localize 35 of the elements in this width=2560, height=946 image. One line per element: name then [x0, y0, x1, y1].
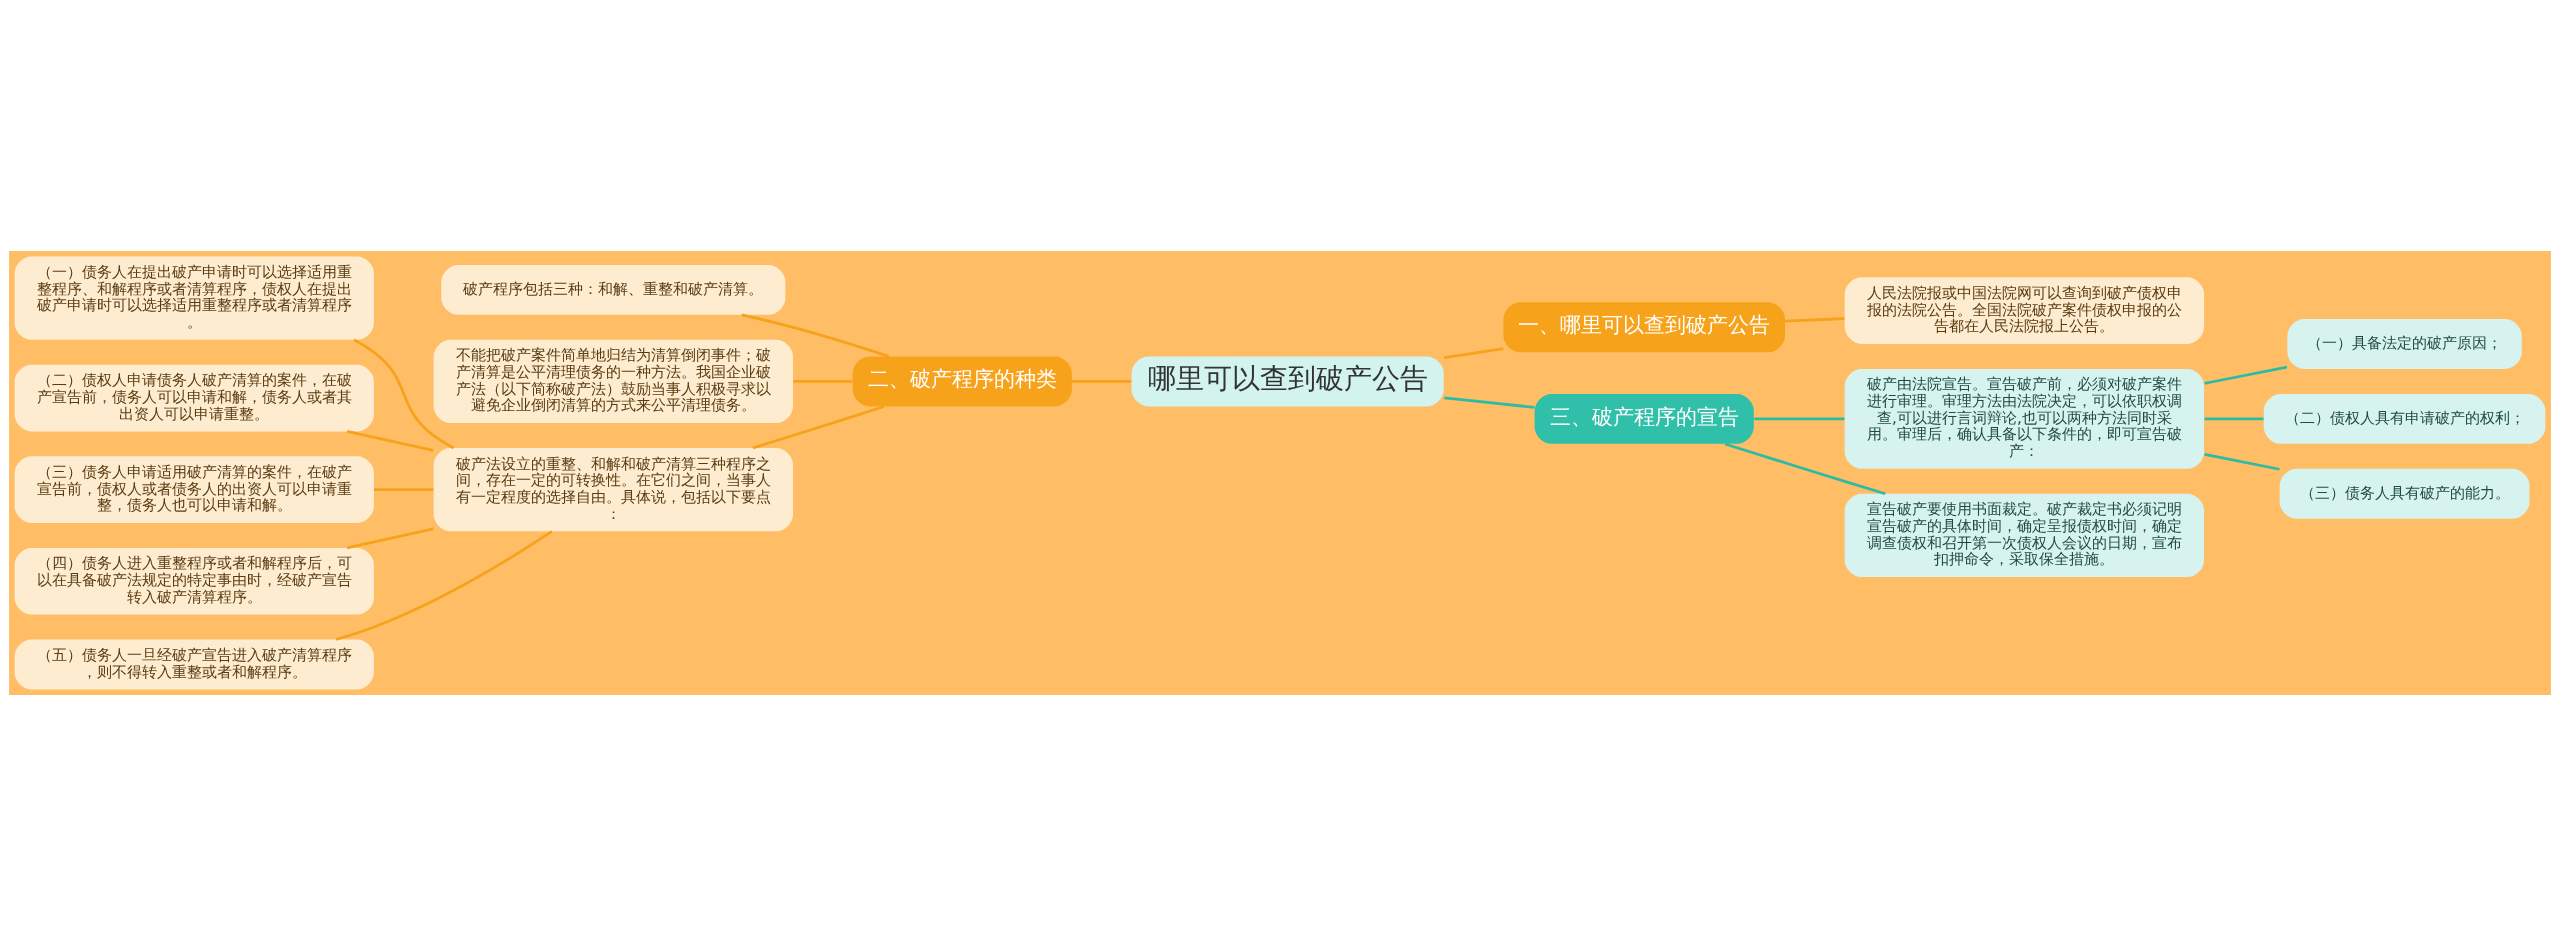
connector — [346, 527, 434, 550]
node-box: 不能把破产案件简单地归结为清算倒闭事件；破产清算是公平清理债务的一种方法。我国企业破产法（以下简称破产法）鼓励当事人积极寻求以避免企业倒闭清算的方式来公平清理债务。 — [433, 339, 793, 424]
connector — [1754, 417, 1845, 421]
connector — [1444, 396, 1535, 409]
connector — [374, 488, 434, 492]
connector — [346, 430, 434, 452]
connector — [741, 313, 890, 358]
node-box: （一）债务人在提出破产申请时可以选择适用重整程序、和解程序或者清算程序，债权人在提出破产申请时可以选择适用重整程序或者清算程序。 — [14, 256, 374, 340]
node-box: 破产程序包括三种：和解、重整和破产清算。 — [441, 264, 786, 315]
node-box: （二）债权人具有申请破产的权利； — [2263, 393, 2546, 444]
connector — [752, 405, 885, 450]
connector — [1444, 347, 1504, 360]
connector — [353, 338, 455, 450]
connector — [335, 530, 553, 641]
node-box: 一、哪里可以查到破产公告 — [1503, 302, 1786, 353]
connector — [2204, 417, 2264, 421]
node-box: 人民法院报或中国法院网可以查询到破产债权申报的法院公告。全国法院破产案件债权申报的公告都在人民法院报上公告。 — [1844, 277, 2205, 344]
node-box: （五）债务人一旦经破产宣告进入破产清算程序，则不得转入重整或者和解程序。 — [14, 639, 374, 690]
node-box: （三）债务人申请适用破产清算的案件，在破产宣告前，债权人或者债务人的出资人可以申请重整，债务人也可以申请和解。 — [14, 456, 374, 523]
node-box: 三、破产程序的宣告 — [1534, 393, 1754, 444]
node-box: 破产法设立的重整、和解和破产清算三种程序之间，存在一定的可转换性。在它们之间，当事人有一定程度的选择自由。具体说，包括以下要点： — [433, 448, 793, 532]
connector — [1785, 317, 1845, 323]
connector — [2204, 453, 2280, 471]
node-box: （四）债务人进入重整程序或者和解程序后，可以在具备破产法规定的特定事由时，经破产宣告转入破产清算程序。 — [14, 547, 374, 615]
node-box: 宣告破产要使用书面裁定。破产裁定书必须记明宣告破产的具体时间，确定呈报债权时间，确定调查债权和召开第一次债权人会议的日期，宣布扣押命令，采取保全措施。 — [1844, 493, 2205, 578]
connector — [793, 380, 853, 383]
node-box: （二）债权人申请债务人破产清算的案件，在破产宣告前，债务人可以申请和解，债务人或者其出资人可以申请重整。 — [14, 364, 374, 432]
node-box: （三）债务人具有破产的能力。 — [2279, 468, 2530, 519]
connector — [1724, 442, 1886, 496]
node-box: 破产由法院宣告。宣告破产前，必须对破产案件进行审理。审理方法由法院决定，可以依职权调查,可以进行言词辩论,也可以两种方法同时采用。审理后，确认具备以下条件的，即可宣告破产： — [1844, 368, 2205, 469]
connector — [1071, 380, 1132, 383]
connector — [2204, 365, 2288, 385]
node-box: 哪里可以查到破产公告 — [1131, 356, 1444, 407]
node-box: 二、破产程序的种类 — [852, 356, 1072, 407]
node-box: （一）具备法定的破产原因； — [2287, 319, 2522, 369]
